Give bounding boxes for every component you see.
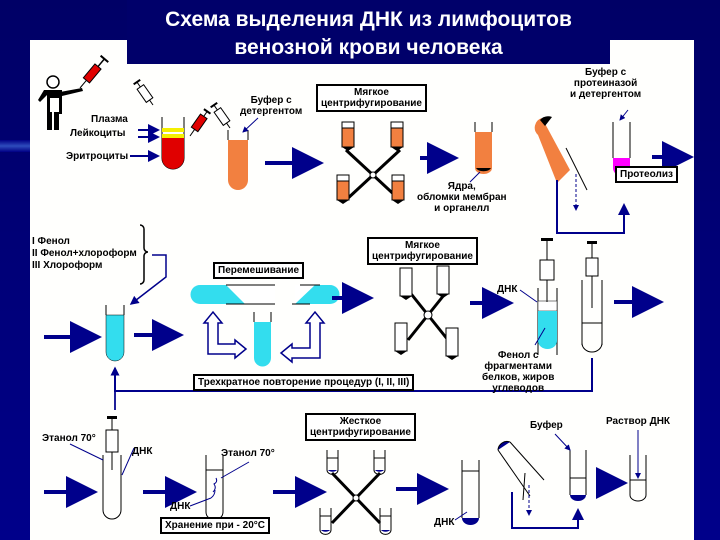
label-buffer: Буфер xyxy=(530,420,563,431)
mixing-tubes xyxy=(190,284,340,367)
dna-solution-tube xyxy=(629,455,647,502)
syringe-icon xyxy=(210,101,231,129)
box-proteolysis: Протеолиз xyxy=(615,166,678,183)
label-dna-solution: Раствор ДНК xyxy=(606,416,671,427)
centrifuge-rotor-icon xyxy=(394,265,459,360)
box-hard-centrifugation: Жесткое центрифугирование xyxy=(305,413,416,441)
label-buffer-detergent: Буфер с детергентом xyxy=(240,95,303,117)
label-phenol-fragments: Фенол с фрагментами белков, жиров углево… xyxy=(482,350,555,394)
label-dna-layer: ДНК xyxy=(497,284,518,295)
label-ethanol-1: Этанол 70° xyxy=(42,433,96,444)
label-reagent-2: II Фенол+хлороформ xyxy=(32,248,137,259)
phenol-tube xyxy=(105,305,125,362)
syringe-icon xyxy=(79,54,109,89)
box-mixing: Перемешивание xyxy=(213,262,305,279)
box-storage: Хранение при - 20°С xyxy=(160,517,270,534)
centrifuge-rotor-icon xyxy=(336,121,405,204)
left-decor-stripe xyxy=(0,140,30,152)
syringe-icon xyxy=(189,108,212,137)
buffer-tube xyxy=(569,450,587,501)
pouring-tube xyxy=(534,116,630,234)
centrifuge-rotor-icon xyxy=(319,450,392,535)
diagram-artwork xyxy=(38,54,694,535)
mix-arrow-left xyxy=(202,310,248,360)
diagram-panel: Плазма Лейкоциты Эритроциты Буфер с дете… xyxy=(30,40,694,540)
box-soft-centrifugation-2: Мягкое центрифугирование xyxy=(367,237,478,265)
label-nuclei-debris: Ядра, обломки мембран и органелл xyxy=(417,181,507,214)
box-soft-centrifugation-1: Мягкое центрифугирование xyxy=(316,84,427,112)
label-plasma: Плазма xyxy=(91,114,128,125)
lysate-tube xyxy=(227,130,249,190)
syringe-tube-empty xyxy=(581,241,603,353)
pouring-tube xyxy=(497,441,584,529)
mix-arrow-right xyxy=(279,310,326,364)
pellet-tube xyxy=(474,122,493,174)
label-erythrocytes: Эритроциты xyxy=(66,151,129,162)
storage-tube xyxy=(205,455,224,521)
label-dna-1: ДНК xyxy=(132,446,153,457)
blood-tube xyxy=(161,117,185,170)
label-ethanol-2: Этанол 70° xyxy=(221,448,275,459)
label-dna-2: ДНК xyxy=(170,501,191,512)
ethanol-tube xyxy=(102,416,122,520)
syringe-icon xyxy=(133,78,154,106)
title-box: Схема выделения ДНК из лимфоцитов венозн… xyxy=(127,0,610,64)
box-repeat-procedure: Трехкратное повторение процедур (I, II, … xyxy=(193,374,415,391)
dna-pellet-tube xyxy=(461,460,480,526)
label-buffer-proteinase: Буфер с протеиназой и детергентом xyxy=(570,67,642,100)
syringe-tube xyxy=(537,238,558,355)
title-line-2: венозной крови человека xyxy=(234,36,503,59)
label-reagent-1: I Фенол xyxy=(32,236,70,247)
label-leukocytes: Лейкоциты xyxy=(70,128,126,139)
title-line-1: Схема выделения ДНК из лимфоцитов xyxy=(165,8,572,31)
label-dna-3: ДНК xyxy=(434,517,455,528)
label-reagent-3: III Хлороформ xyxy=(32,260,103,271)
person-icon xyxy=(38,75,83,130)
